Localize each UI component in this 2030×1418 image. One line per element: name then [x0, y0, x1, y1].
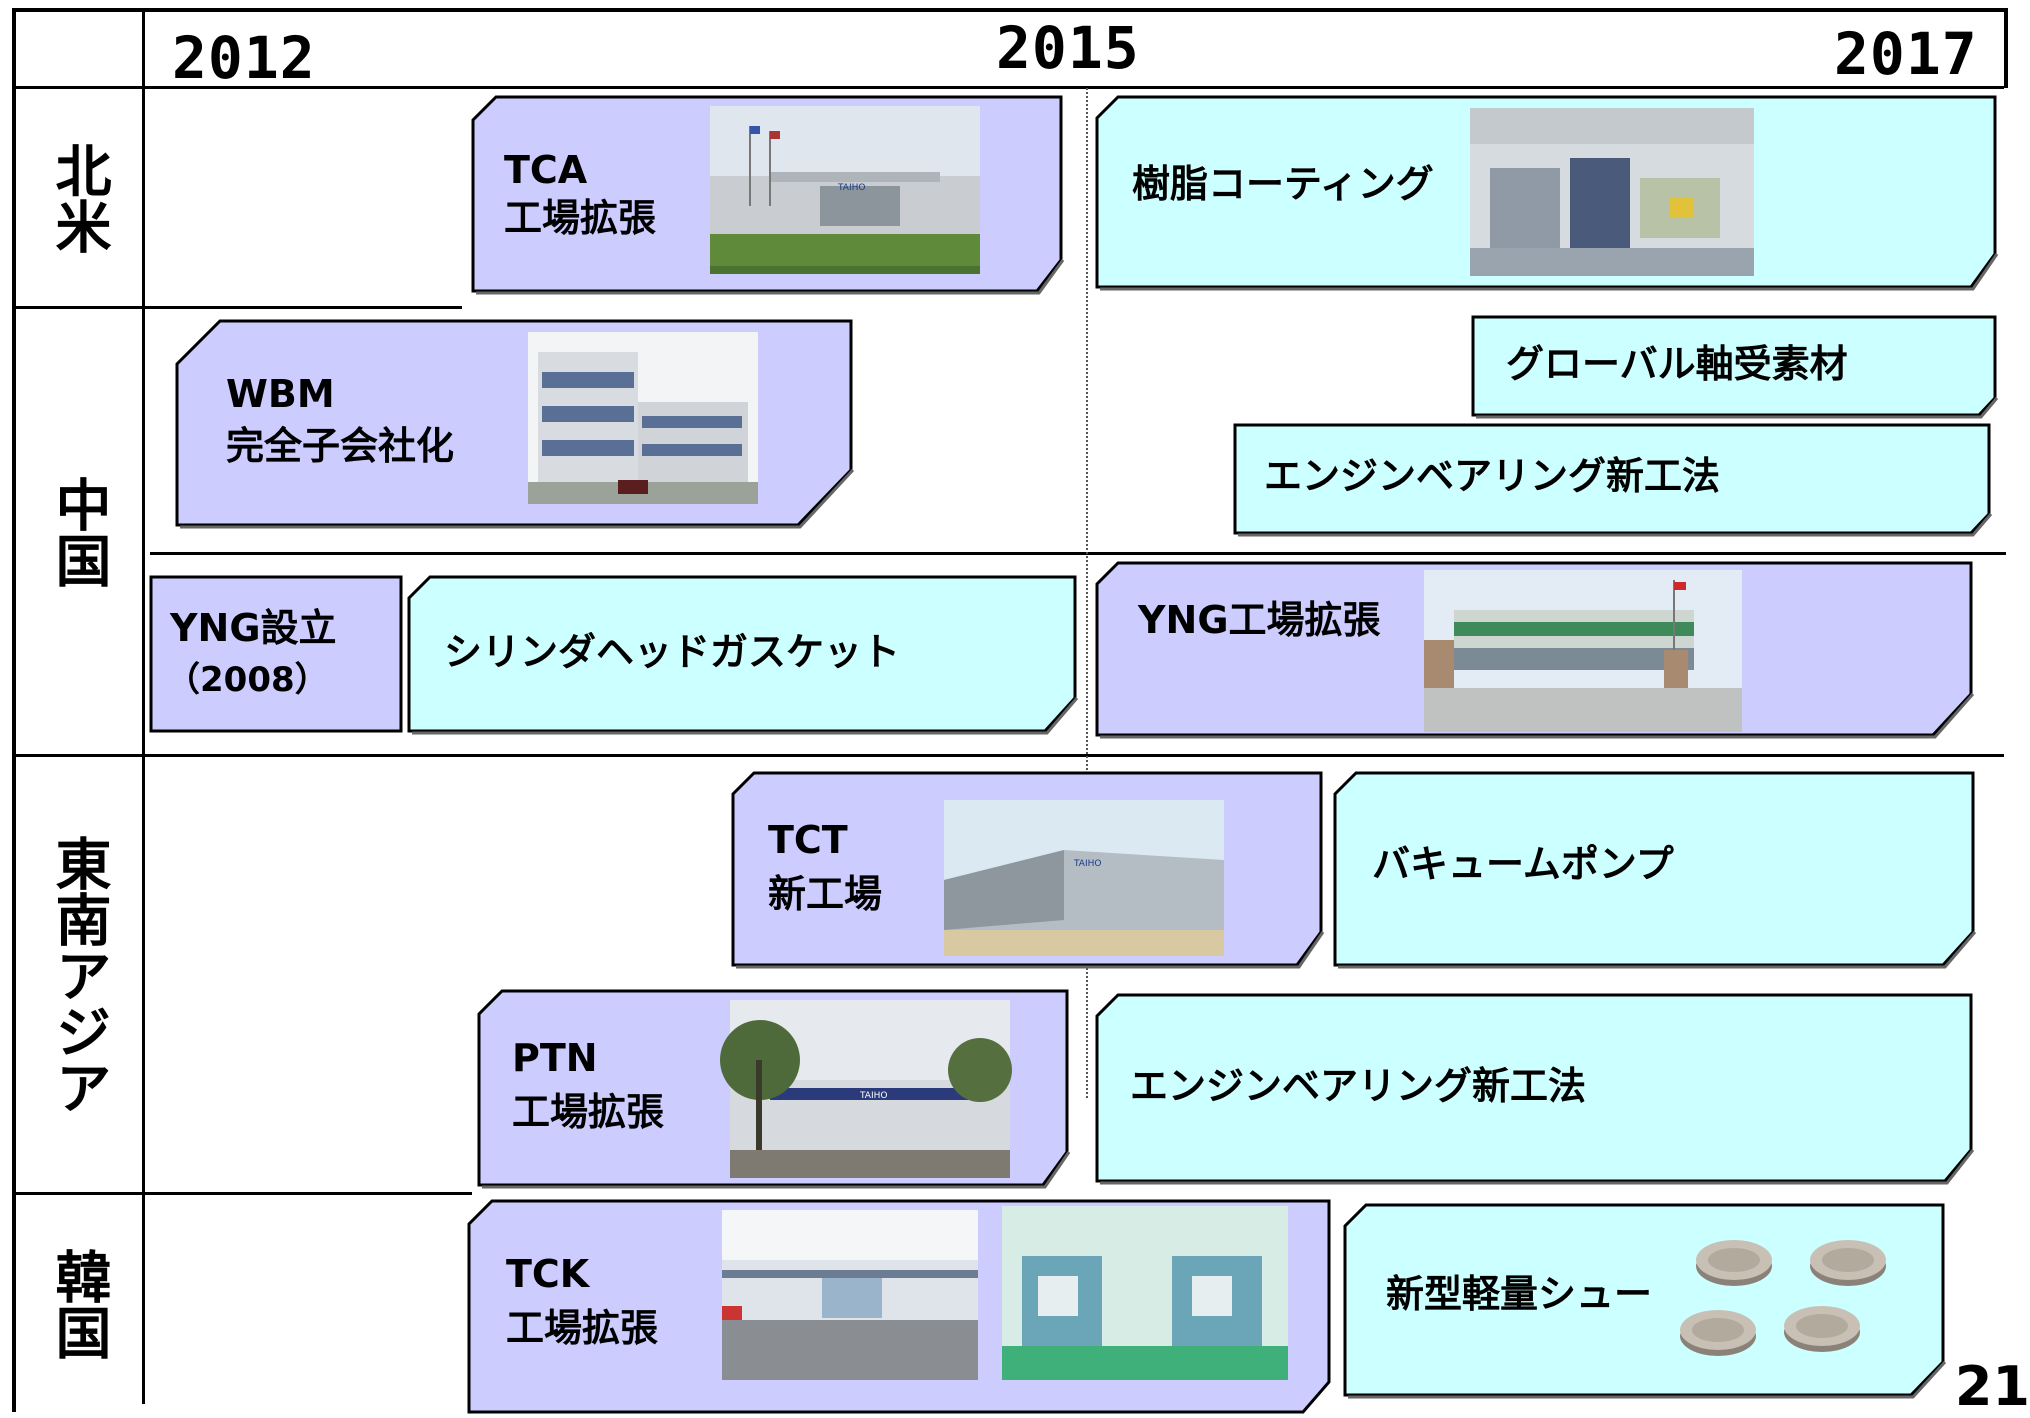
year-2017: 2017	[1834, 20, 1978, 88]
year-2012: 2012	[172, 24, 316, 92]
global-bearing-label: グローバル軸受素材	[1506, 342, 1848, 386]
region-column-border	[142, 8, 145, 1404]
yng-expansion-label: YNG工場拡張	[1138, 598, 1381, 642]
cylinder-gasket-box: シリンダヘッドガスケット	[406, 574, 1079, 735]
vacuum-pump-box: バキュームポンプ	[1332, 770, 1977, 969]
ptn-factory-photo: TAIHO	[720, 1000, 1012, 1178]
region-korea: 韓国	[46, 1248, 111, 1360]
tct-action: 新工場	[768, 872, 883, 916]
row-divider-sea-korea	[12, 1192, 472, 1195]
tck-factory-photo	[722, 1210, 978, 1380]
tck-name: TCK	[506, 1252, 590, 1296]
left-border	[12, 8, 16, 1412]
ptn-action: 工場拡張	[512, 1090, 665, 1134]
shoe-part-3	[1680, 1310, 1756, 1356]
shoe-part-1	[1696, 1240, 1772, 1286]
row-divider-na-china	[12, 306, 462, 309]
yng-factory-photo	[1424, 570, 1742, 732]
engine-bearing-sea-box: エンジンベアリング新工法	[1094, 992, 1975, 1185]
cylinder-gasket-label: シリンダヘッドガスケット	[444, 630, 901, 674]
ptn-sign-text: TAIHO	[859, 1091, 887, 1101]
tca-sign-text: TAIHO	[837, 183, 865, 193]
resin-coating-label: 樹脂コーティング	[1132, 162, 1434, 206]
yng-expansion-box: YNG工場拡張	[1094, 560, 1975, 739]
vacuum-pump-label: バキュームポンプ	[1372, 842, 1674, 886]
header-bottom-border	[12, 86, 2004, 89]
tck-box: TCK 工場拡張	[466, 1198, 1332, 1414]
ptn-box: PTN 工場拡張 TAIHO	[476, 988, 1071, 1189]
year-2015-marker-line	[1086, 88, 1088, 1098]
tca-action: 工場拡張	[504, 196, 657, 240]
resin-coating-box: 樹脂コーティング	[1094, 94, 1999, 291]
row-divider-china-sub	[150, 552, 2006, 555]
global-bearing-box: グローバル軸受素材	[1470, 314, 1999, 419]
tck-action: 工場拡張	[506, 1306, 659, 1350]
wbm-action: 完全子会社化	[226, 424, 455, 468]
yng-establishment-year: （2008）	[166, 660, 329, 700]
tca-box: TCA 工場拡張 TAIHO	[470, 94, 1065, 295]
region-china: 中国	[46, 476, 111, 588]
engine-bearing-china-box: エンジンベアリング新工法	[1232, 422, 1993, 537]
year-2015: 2015	[996, 14, 1140, 82]
brake-shoe-label: 新型軽量シュー	[1386, 1272, 1653, 1316]
tck-interior-photo	[1002, 1206, 1288, 1380]
ptn-name: PTN	[512, 1036, 598, 1080]
engine-bearing-china-label: エンジンベアリング新工法	[1264, 454, 1721, 498]
wbm-building-photo	[528, 332, 758, 504]
brake-shoe-box: 新型軽量シュー	[1342, 1202, 1947, 1399]
right-border	[2004, 8, 2008, 88]
tct-factory-photo: TAIHO	[944, 800, 1224, 956]
tct-name: TCT	[768, 818, 848, 862]
yng-establishment-name: YNG設立	[170, 606, 337, 650]
tct-sign-text: TAIHO	[1073, 859, 1101, 869]
wbm-box: WBM 完全子会社化	[174, 318, 855, 529]
brake-shoe-photo	[1668, 1232, 1928, 1372]
shoe-part-4	[1784, 1306, 1860, 1352]
wbm-name: WBM	[226, 372, 335, 416]
region-north-america: 北米	[46, 142, 111, 254]
tca-name: TCA	[504, 148, 588, 192]
shoe-part-2	[1810, 1240, 1886, 1286]
page-number: 21	[1954, 1355, 2030, 1418]
top-border	[12, 8, 2004, 12]
engine-bearing-sea-label: エンジンベアリング新工法	[1130, 1064, 1587, 1108]
row-divider-china-sea	[12, 754, 2004, 757]
yng-establishment-box: YNG設立 （2008）	[148, 574, 404, 734]
region-southeast-asia: 東南アジア	[46, 835, 111, 1115]
tca-factory-photo: TAIHO	[710, 106, 980, 274]
tct-box: TCT 新工場 TAIHO	[730, 770, 1325, 969]
resin-coating-photo	[1470, 108, 1754, 276]
